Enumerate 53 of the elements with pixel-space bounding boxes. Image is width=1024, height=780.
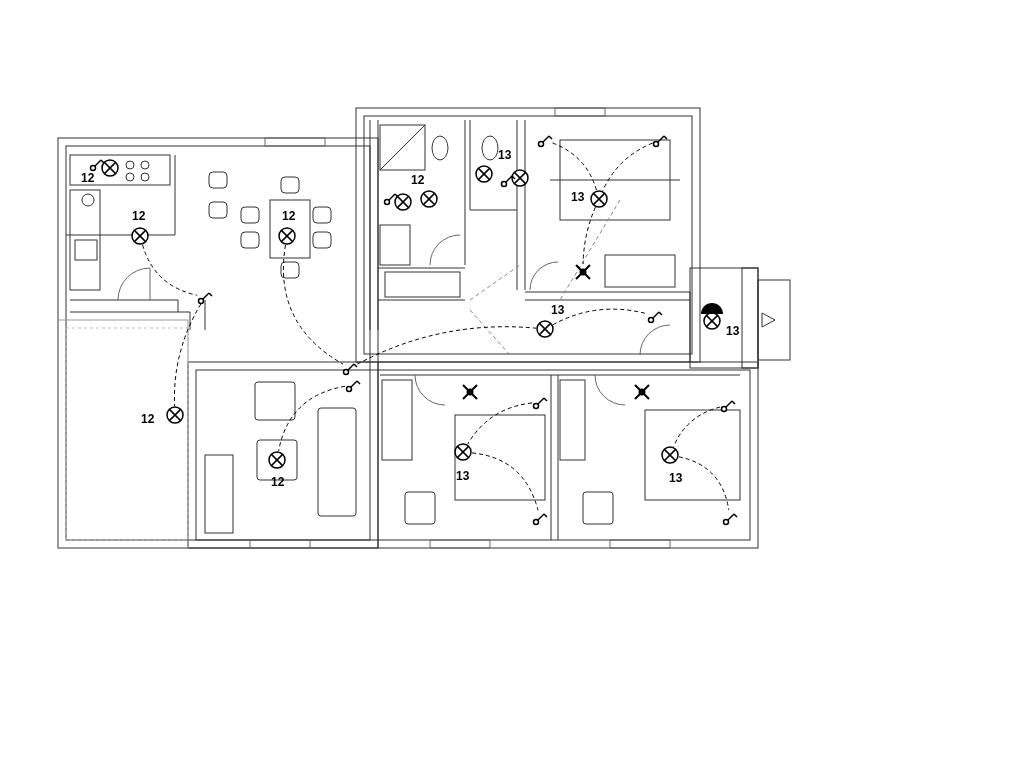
light-switch-icon [383, 193, 399, 206]
light-switch-icon [532, 513, 548, 526]
wiring-line [552, 308, 648, 326]
circuit-number: 12 [282, 210, 296, 223]
light-switch-icon [722, 513, 738, 526]
ceiling-light-icon [590, 190, 608, 208]
circuit-number: 13 [456, 470, 470, 483]
circuit-number: 12 [132, 210, 146, 223]
light-switch-icon [345, 380, 361, 393]
ceiling-light-icon [454, 443, 472, 461]
light-switch-icon [500, 175, 516, 188]
wiring-line [673, 406, 721, 448]
wiring-line [467, 402, 533, 445]
light-switch-icon [532, 397, 548, 410]
ceiling-light-icon [536, 320, 554, 338]
ceiling-light-icon [661, 446, 679, 464]
circuit-number: 13 [551, 304, 565, 317]
circuit-number: 13 [669, 472, 683, 485]
wiring-line [678, 456, 730, 511]
ceiling-light-icon [131, 227, 149, 245]
wiring-line [278, 385, 346, 452]
wiring-line [602, 142, 654, 192]
circuit-number: 13 [571, 191, 585, 204]
ceiling-light-icon [394, 193, 412, 211]
circuit-number: 12 [81, 172, 95, 185]
circuit-number: 12 [411, 174, 425, 187]
light-switch-icon [342, 363, 358, 376]
light-switch-icon [197, 292, 213, 305]
light-switch-icon [89, 159, 105, 172]
light-switch-icon [720, 400, 736, 413]
circuit-number: 12 [141, 413, 155, 426]
light-switch-icon [647, 311, 663, 324]
circuit-number: 13 [498, 149, 512, 162]
ceiling-light-icon [420, 190, 438, 208]
wiring-line [356, 326, 537, 365]
circuit-number: 13 [726, 325, 740, 338]
ceiling-light-icon [278, 227, 296, 245]
light-fixture-icon [462, 384, 478, 400]
ceiling-light-icon [511, 169, 529, 187]
circuit-number: 12 [271, 476, 285, 489]
wiring-line [173, 303, 202, 407]
wiring-line [142, 244, 198, 296]
wiring-line [282, 244, 344, 365]
ceiling-light-icon [268, 451, 286, 469]
ceiling-light-icon [166, 406, 184, 424]
ceiling-light-icon [101, 159, 119, 177]
light-switch-icon [537, 135, 553, 148]
light-fixture-icon [634, 384, 650, 400]
light-switch-icon [652, 135, 668, 148]
wiring-line [471, 452, 539, 511]
wiring-line [582, 206, 596, 265]
light-fixture-icon [575, 264, 591, 280]
ceiling-light-icon [475, 165, 493, 183]
